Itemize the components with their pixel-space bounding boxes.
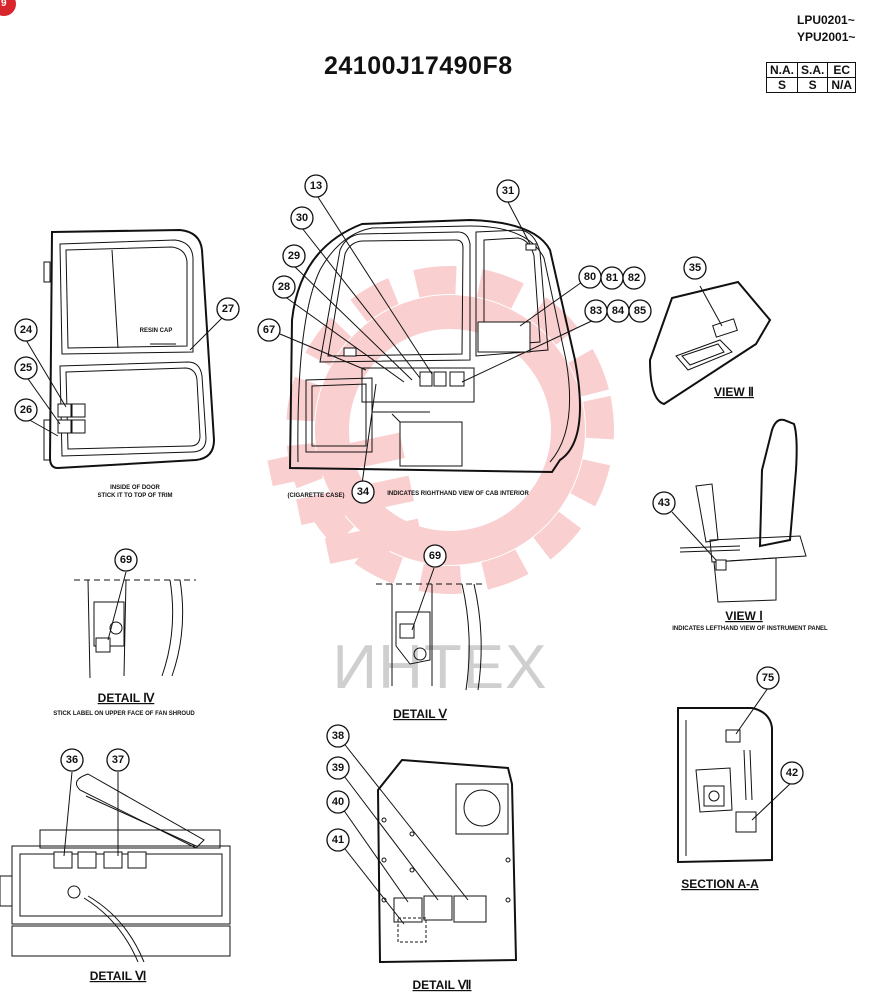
callout-69-detail-5: 69 xyxy=(423,544,447,568)
svg-text:84: 84 xyxy=(612,305,625,317)
door-leader-lines xyxy=(25,317,223,437)
callout-69-detail-4: 69 xyxy=(114,548,138,572)
callout-80: 80 xyxy=(578,265,602,289)
callout-36: 36 xyxy=(60,748,84,772)
detail-7-illustration xyxy=(337,735,518,964)
svg-text:83: 83 xyxy=(590,305,602,317)
callout-26: 26 xyxy=(14,398,38,422)
serial-range: LPU0201~ YPU2001~ xyxy=(797,12,855,46)
svg-text:43: 43 xyxy=(658,497,670,509)
callout-41: 41 xyxy=(326,828,350,852)
serial-range-line-1: LPU0201~ xyxy=(797,13,855,27)
svg-text:82: 82 xyxy=(628,272,640,284)
view-1-illustration xyxy=(671,418,807,603)
callout-34: 34 xyxy=(351,480,375,504)
part-number-title: 24100J17490F8 xyxy=(324,52,513,80)
svg-text:80: 80 xyxy=(584,271,596,283)
caption-section-aa: SECTION A-A xyxy=(681,877,759,891)
note-instrument-panel: INDICATES LEFTHAND VIEW OF INSTRUMENT PA… xyxy=(672,626,828,632)
cab-interior-illustration xyxy=(288,218,581,474)
callout-82: 82 xyxy=(622,266,646,290)
svg-text:13: 13 xyxy=(310,180,322,192)
svg-text:41: 41 xyxy=(332,834,344,846)
callout-84: 84 xyxy=(606,299,630,323)
note-inside-door: INSIDE OF DOOR xyxy=(110,485,160,491)
svg-text:75: 75 xyxy=(762,672,774,684)
region-value-sa: S xyxy=(796,77,829,93)
svg-text:67: 67 xyxy=(263,324,275,336)
callout-24: 24 xyxy=(14,318,38,342)
callout-25: 25 xyxy=(14,356,38,380)
watermark-text: ИНТЕХ xyxy=(333,633,548,702)
serial-range-line-2: YPU2001~ xyxy=(797,30,856,44)
region-applicability-table: N.A. S.A. EC S S N/A xyxy=(766,62,857,93)
note-cab-interior: INDICATES RIGHTHAND VIEW OF CAB INTERIOR xyxy=(387,491,529,497)
note-cigarette-case: (CIGARETTE CASE) xyxy=(288,493,345,499)
svg-text:35: 35 xyxy=(689,262,701,274)
callout-81: 81 xyxy=(600,266,624,290)
svg-text:31: 31 xyxy=(502,185,514,197)
note-fan-shroud: STICK LABEL ON UPPER FACE OF FAN SHROUD xyxy=(53,711,195,717)
svg-text:36: 36 xyxy=(66,754,78,766)
svg-text:85: 85 xyxy=(634,305,646,317)
callout-83: 83 xyxy=(584,299,608,323)
cab-leader-lines xyxy=(279,193,599,485)
caption-detail-5: DETAIL Ⅴ xyxy=(393,707,448,721)
callout-30: 30 xyxy=(290,206,314,230)
region-header-na: N.A. xyxy=(766,62,798,78)
corner-badge-number: 9 xyxy=(1,0,7,9)
caption-view-2: VIEW Ⅱ xyxy=(714,385,754,399)
callout-31: 31 xyxy=(496,179,520,203)
callout-35: 35 xyxy=(683,256,707,280)
callout-27: 27 xyxy=(216,297,240,321)
region-value-ec: N/A xyxy=(827,77,857,93)
callout-85: 85 xyxy=(628,299,652,323)
svg-text:30: 30 xyxy=(296,212,308,224)
note-resin-cap: RESIN CAP xyxy=(140,328,173,334)
svg-text:42: 42 xyxy=(786,767,798,779)
svg-text:27: 27 xyxy=(222,303,234,315)
svg-text:69: 69 xyxy=(429,550,441,562)
callout-75: 75 xyxy=(756,666,780,690)
callout-40: 40 xyxy=(326,790,350,814)
corner-badge: 9 xyxy=(0,0,16,16)
caption-view-1: VIEW Ⅰ xyxy=(725,609,763,623)
svg-text:40: 40 xyxy=(332,796,344,808)
svg-text:81: 81 xyxy=(606,272,618,284)
callout-42: 42 xyxy=(780,761,804,785)
callout-28: 28 xyxy=(272,275,296,299)
callout-67: 67 xyxy=(257,318,281,342)
detail-5-illustration xyxy=(376,567,484,691)
svg-text:28: 28 xyxy=(278,281,290,293)
callout-39: 39 xyxy=(326,756,350,780)
svg-text:38: 38 xyxy=(332,730,344,742)
svg-text:24: 24 xyxy=(20,324,33,336)
caption-detail-4: DETAIL Ⅳ xyxy=(98,691,156,705)
note-stick-top-trim: STICK IT TO TOP OF TRIM xyxy=(97,493,172,499)
svg-text:39: 39 xyxy=(332,762,344,774)
callout-38: 38 xyxy=(326,724,350,748)
svg-text:25: 25 xyxy=(20,362,32,374)
callout-37: 37 xyxy=(106,748,130,772)
caption-detail-6: DETAIL Ⅵ xyxy=(90,969,147,983)
caption-detail-7: DETAIL Ⅶ xyxy=(413,978,472,992)
svg-text:29: 29 xyxy=(288,250,300,262)
detail-6-illustration xyxy=(0,771,231,963)
svg-text:26: 26 xyxy=(20,404,32,416)
view-2-illustration xyxy=(648,280,772,406)
svg-text:34: 34 xyxy=(357,486,370,498)
region-header-ec: EC xyxy=(827,62,857,78)
svg-text:69: 69 xyxy=(120,554,132,566)
section-aa-illustration xyxy=(677,687,793,864)
svg-text:37: 37 xyxy=(112,754,124,766)
callout-29: 29 xyxy=(282,244,306,268)
callout-13: 13 xyxy=(304,174,328,198)
detail-4-illustration xyxy=(74,571,196,679)
callout-43: 43 xyxy=(652,491,676,515)
door-illustration xyxy=(43,228,216,470)
